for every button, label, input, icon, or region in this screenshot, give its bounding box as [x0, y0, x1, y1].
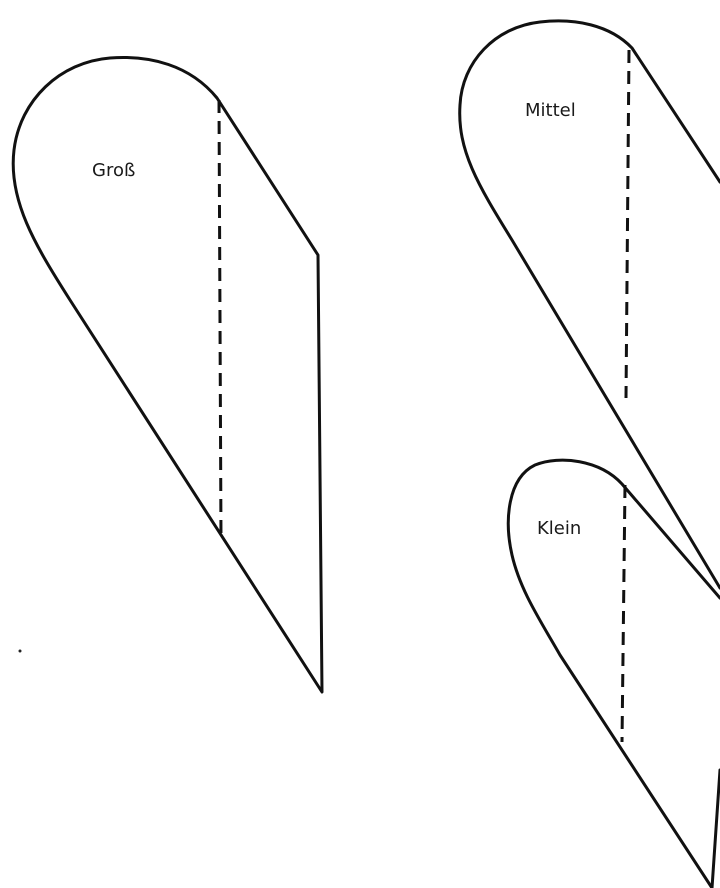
template-small: Klein — [506, 458, 720, 888]
template-large: Groß — [11, 56, 324, 694]
paper-speck — [18, 649, 22, 653]
template-large-outline — [11, 56, 324, 694]
template-small-outline — [506, 458, 720, 888]
template-medium-outline — [458, 19, 720, 590]
template-medium-fold-line — [624, 49, 631, 399]
template-small-fold-line — [620, 484, 627, 743]
template-medium: Mittel — [458, 19, 720, 590]
template-small-outline-right-edge — [710, 768, 720, 888]
template-small-label: Klein — [537, 518, 581, 539]
template-large-label: Groß — [92, 160, 135, 181]
template-large-fold-line — [217, 99, 223, 541]
template-medium-label: Mittel — [525, 100, 576, 121]
